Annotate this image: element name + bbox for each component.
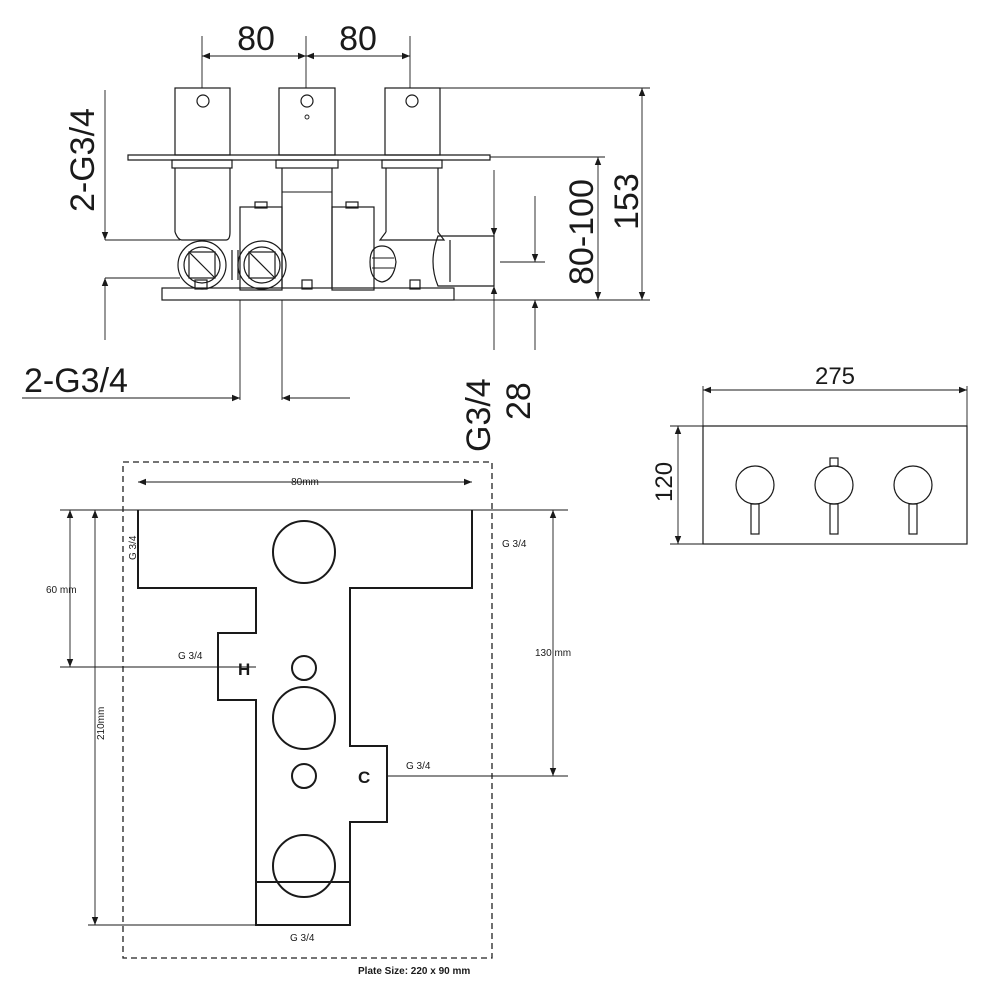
dim-spacing-80-left: 80 (201, 20, 411, 88)
plate-dim-210mm-label: 210mm (96, 707, 107, 740)
dim-bottom-inlet: 2-G3/4 (22, 300, 350, 402)
side-wall-plate (127, 154, 491, 161)
screw-hole-upper (291, 655, 317, 681)
front-dim-width: 275 (815, 363, 855, 390)
dim-range-80-100: 80-100 (454, 156, 605, 301)
dim-label-outlet: G3/4 (460, 378, 498, 452)
plate-dim-210mm: 210mm (88, 510, 350, 926)
left-valve-body (171, 87, 233, 241)
plate-dim-60mm-label: 60 mm (46, 585, 77, 596)
valve-hole-bottom (272, 834, 336, 898)
valve-hole-middle (272, 686, 336, 750)
screw-hole-lower (291, 763, 317, 789)
dim-left-inlet: 2-G3/4 (64, 90, 180, 340)
right-valve-body (378, 87, 446, 241)
dim-label-left-inlet: 2-G3/4 (64, 108, 102, 212)
plate-size-note: Plate Size: 220 x 90 mm (358, 966, 470, 977)
dim-label-28: 28 (500, 382, 538, 420)
plate-dim-80mm-label: 80mm (291, 477, 319, 488)
plate-template: H C 80mm 60 mm 210mm 130 mm G 3/4 (46, 461, 571, 977)
dim-label-153: 153 (608, 173, 646, 230)
side-view: 80 80 2-G3/4 2-G3/4 G3/4 (22, 20, 650, 452)
dim-height-153: 153 (440, 87, 650, 301)
manifold-blocks (239, 201, 375, 291)
port-label-cold: G 3/4 (406, 761, 431, 772)
diverter-nut (369, 245, 397, 283)
side-base-plate (161, 279, 455, 301)
dim-label-80-right: 80 (339, 20, 377, 58)
inlet-fitting-hot (177, 240, 227, 290)
front-view: 120 275 (651, 363, 968, 545)
plate-dim-130mm-label: 130 mm (535, 648, 571, 659)
valve-hole-top (272, 520, 336, 584)
hot-label: H (238, 660, 250, 679)
plate-dim-80mm: 80mm (138, 477, 472, 488)
cold-label: C (358, 768, 370, 787)
front-dim-height: 120 (651, 462, 678, 502)
port-label-hot: G 3/4 (178, 651, 203, 662)
dim-label-bottom-inlet: 2-G3/4 (24, 362, 128, 400)
front-handle-centre (814, 457, 854, 535)
dim-outlet: G3/4 (460, 170, 498, 452)
front-handle-left (735, 465, 775, 535)
dim-spacing-80-right: 80 (306, 20, 410, 60)
outlet-fitting (432, 235, 495, 287)
dim-label-80-100: 80-100 (563, 179, 601, 285)
cutout-outline (137, 510, 473, 926)
plate-outline (122, 461, 493, 959)
port-label-top-left: G 3/4 (128, 535, 139, 560)
inlet-fitting-cold (231, 240, 287, 290)
port-label-top-right: G 3/4 (502, 539, 527, 550)
front-plate (702, 425, 968, 545)
plate-dim-130mm: 130 mm (387, 510, 571, 777)
port-label-bottom: G 3/4 (290, 933, 315, 944)
dim-label-80-left: 80 (237, 20, 275, 58)
front-handle-right (893, 465, 933, 535)
